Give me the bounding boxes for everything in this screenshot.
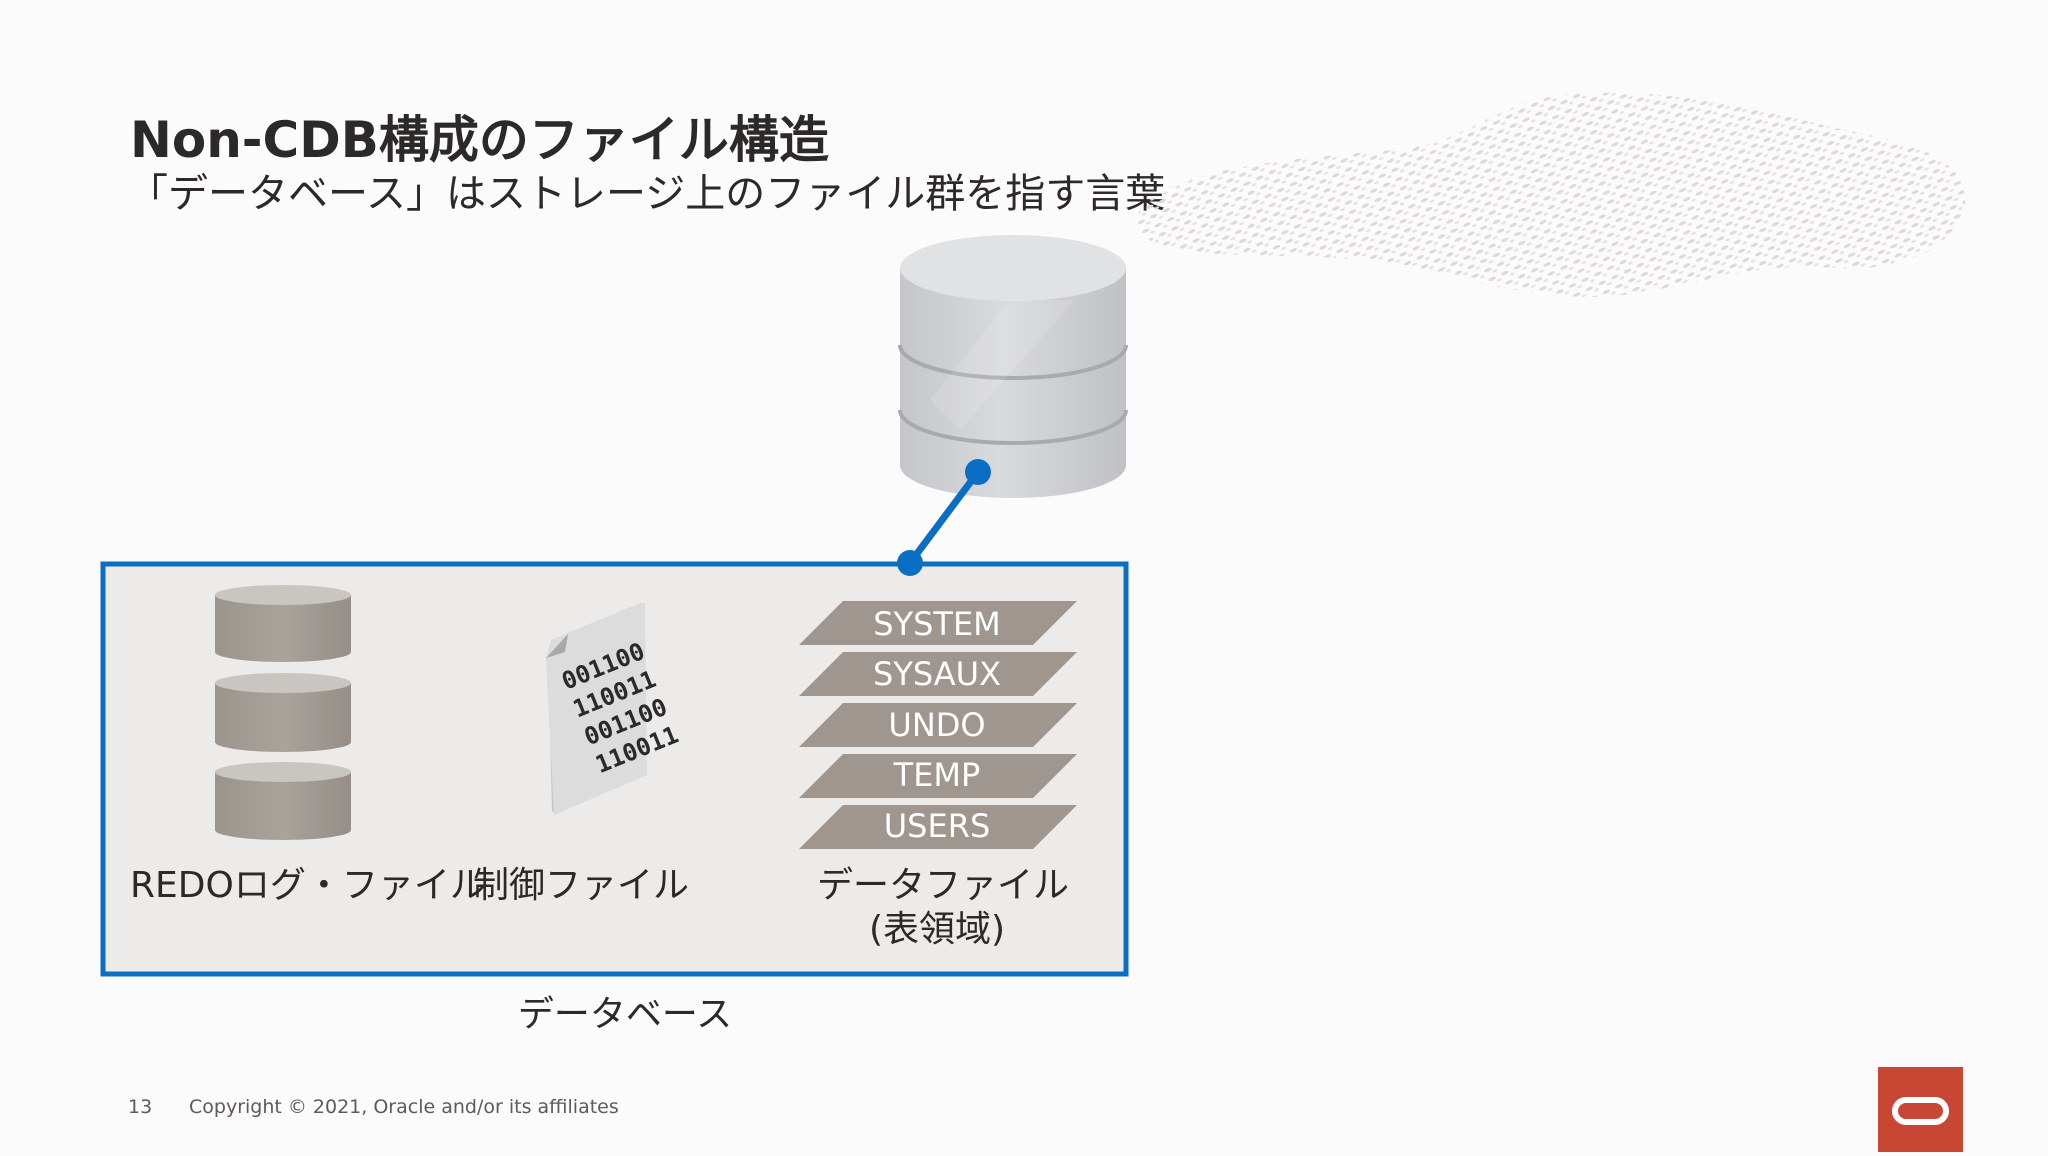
tablespace-stack: SYSTEM SYSAUX UNDO TEMP USERS <box>799 601 1077 849</box>
tablespace-system: SYSTEM <box>873 605 1001 643</box>
oracle-logo <box>1878 1067 1963 1152</box>
redo-log-icon <box>215 585 351 840</box>
tablespace-plate-system <box>799 601 1077 645</box>
database-cylinder-icon <box>898 235 1128 498</box>
tablespace-sysaux: SYSAUX <box>873 655 1001 693</box>
tablespace-plate-undo <box>799 703 1077 747</box>
tablespace-temp: TEMP <box>893 756 981 794</box>
redo-log-label: REDOログ・ファイル <box>130 865 486 906</box>
datafile-label-line2: (表領域) <box>868 909 1006 950</box>
decorative-texture <box>1138 92 1966 297</box>
oracle-logo-icon <box>1892 1097 1949 1125</box>
control-file-icon: 001100 110011 001100 110011 <box>546 603 682 815</box>
control-file-label: 制御ファイル <box>472 865 689 906</box>
tablespace-plate-temp <box>799 754 1077 798</box>
connector-line <box>897 459 991 576</box>
database-label: データベース <box>517 994 733 1035</box>
copyright-text: Copyright © 2021, Oracle and/or its affi… <box>189 1096 619 1118</box>
slide-title: Non-CDB構成のファイル構造 <box>130 111 829 169</box>
datafile-label-line1: データファイル <box>817 865 1070 906</box>
tablespace-plate-users <box>799 805 1077 849</box>
tablespace-users: USERS <box>884 807 991 845</box>
page-number: 13 <box>128 1096 153 1118</box>
tablespace-undo: UNDO <box>888 706 985 744</box>
slide-subtitle: 「データベース」はストレージ上のファイル群を指す言葉 <box>128 171 1166 217</box>
tablespace-plate-sysaux <box>799 652 1077 696</box>
